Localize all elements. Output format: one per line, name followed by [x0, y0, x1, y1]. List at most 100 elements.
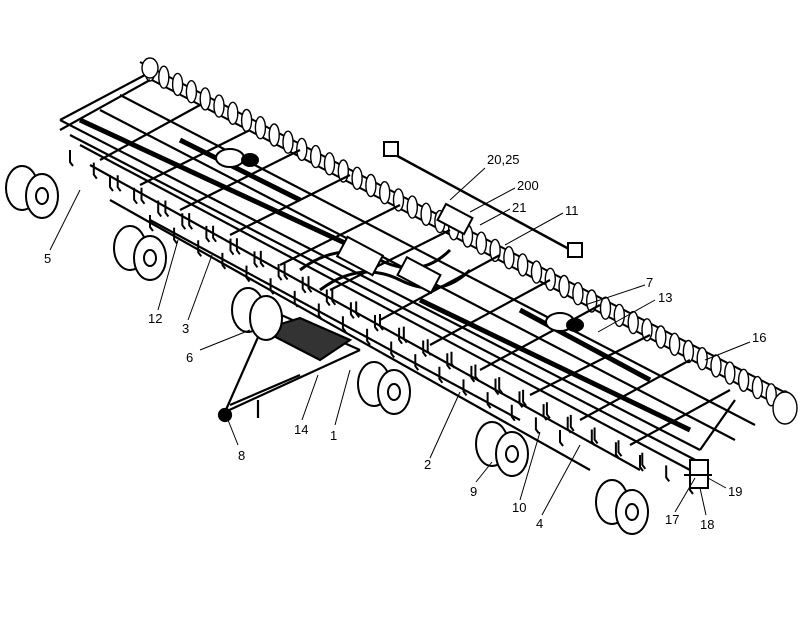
shank-tine — [109, 175, 114, 192]
shank-tine — [149, 215, 154, 232]
callout-12: 12 — [148, 311, 162, 326]
shank-tine — [307, 276, 313, 293]
shank-tine — [181, 213, 187, 230]
wheel-set-left-outer — [5, 165, 59, 219]
basket-ring — [227, 101, 239, 126]
basket-ring — [323, 152, 336, 176]
callout-19: 19 — [728, 484, 742, 499]
shank-tine — [566, 416, 572, 434]
shank-tine — [462, 379, 468, 396]
shank-tine — [614, 442, 620, 459]
center-section — [299, 202, 474, 295]
basket-ring — [351, 166, 363, 191]
basket-ring — [282, 130, 294, 154]
shank-tine — [301, 276, 307, 294]
basket-ring — [724, 361, 736, 385]
basket-ring — [406, 195, 418, 219]
shank-tine — [229, 238, 235, 256]
basket-ring — [296, 137, 308, 162]
callout-5: 5 — [44, 251, 51, 266]
basket-ring — [696, 347, 708, 371]
shank-tine — [390, 341, 395, 359]
basket-ring — [627, 310, 639, 335]
shank-tine — [269, 278, 275, 295]
wing-fold-bars — [78, 117, 692, 433]
shank-tine — [366, 328, 371, 346]
shank-tine — [486, 392, 492, 409]
shank-tine — [450, 351, 456, 369]
shank-tine — [470, 365, 476, 383]
shank-tine — [245, 265, 251, 283]
shank-tine — [474, 364, 480, 382]
shank-tine — [559, 430, 564, 447]
shank-tine — [157, 200, 162, 218]
basket-ring — [558, 274, 570, 299]
basket-ring — [171, 72, 184, 97]
basket-ring — [737, 368, 750, 392]
shank-tine — [92, 162, 98, 180]
callout-17: 17 — [665, 512, 679, 527]
wheel-set-right-outer — [595, 479, 649, 535]
pivot-hubs — [215, 148, 584, 332]
shank-tine — [173, 227, 178, 245]
shank-tine — [545, 402, 551, 419]
basket-ring — [503, 246, 515, 270]
shank-tine — [331, 288, 337, 306]
shank-tine — [426, 339, 432, 356]
rolling-basket — [139, 57, 798, 425]
rear-hitch-bracket — [684, 459, 712, 489]
callout-2: 2 — [424, 457, 431, 472]
basket-ring — [240, 108, 253, 133]
shank-tine — [438, 366, 444, 384]
shank-tine — [221, 252, 227, 270]
callout-9: 9 — [470, 484, 477, 499]
shank-tine — [205, 225, 211, 243]
callout-10: 10 — [512, 500, 526, 515]
shank-tine — [164, 200, 170, 218]
shank-tine — [534, 417, 540, 434]
basket-ring — [475, 231, 487, 255]
callouts: 5 12 3 6 8 14 1 2 9 10 4 17 18 19 16 13 … — [44, 152, 766, 532]
basket-ring — [613, 303, 625, 328]
shank-tine — [293, 290, 299, 308]
shank-tine — [325, 289, 331, 307]
wheel-set-center-left — [231, 287, 283, 341]
shank-tine — [641, 452, 647, 470]
shank-tine — [374, 315, 379, 332]
callout-20-25: 20,25 — [487, 152, 520, 167]
basket-ring — [599, 296, 612, 320]
shank-tine — [188, 213, 193, 230]
basket-ring — [682, 339, 695, 364]
wheel-set-left-inner — [113, 225, 167, 281]
basket-ring — [213, 94, 225, 118]
callout-11: 11 — [565, 203, 579, 218]
shank-tine — [402, 326, 408, 344]
shank-tine — [593, 427, 599, 445]
callout-21: 21 — [512, 200, 526, 215]
shank-tine — [639, 455, 644, 472]
shank-tine — [569, 414, 575, 432]
basket-ring — [751, 375, 764, 400]
callout-6: 6 — [186, 350, 193, 365]
callout-1: 1 — [330, 428, 337, 443]
shank-tine — [197, 240, 202, 257]
callout-4: 4 — [536, 516, 543, 531]
shank-tine — [341, 316, 347, 333]
shank-tine — [69, 150, 74, 167]
callout-14: 14 — [294, 422, 308, 437]
callout-7: 7 — [646, 275, 653, 290]
shank-tine — [235, 238, 241, 255]
basket-ring — [379, 180, 391, 205]
basket-ring — [392, 188, 405, 212]
shank-tine — [542, 404, 548, 421]
shank-tine — [446, 353, 452, 370]
basket-ring — [517, 253, 529, 277]
basket-ring — [254, 115, 267, 140]
callout-3: 3 — [182, 321, 189, 336]
basket-ring — [655, 325, 667, 349]
shank-tine — [590, 429, 596, 447]
callout-200: 200 — [517, 178, 539, 193]
callout-8: 8 — [238, 448, 245, 463]
